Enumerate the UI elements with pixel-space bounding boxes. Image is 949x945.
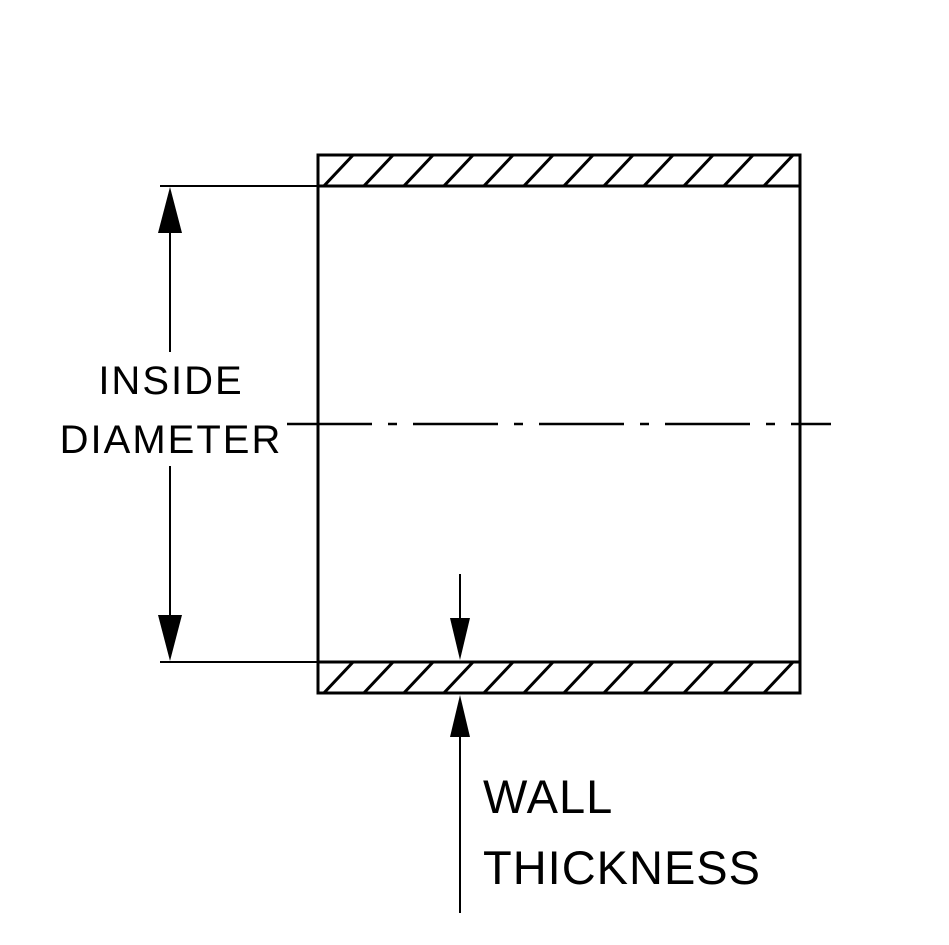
wall-thickness-label-line1: WALL [483, 770, 613, 823]
inside-diameter-label-line2: DIAMETER [60, 418, 283, 462]
inside-diameter-label-line1: INSIDE [98, 359, 243, 403]
wall-thickness-down-arrow-icon [450, 618, 470, 660]
top-wall-hatch [316, 153, 802, 188]
wall-thickness-label-line2: THICKNESS [483, 841, 761, 894]
inside-diameter-down-arrow-icon [158, 615, 182, 661]
inside-diameter-up-arrow-icon [158, 187, 182, 233]
wall-thickness-up-arrow-icon [450, 695, 470, 737]
bottom-wall-hatch [316, 660, 802, 695]
